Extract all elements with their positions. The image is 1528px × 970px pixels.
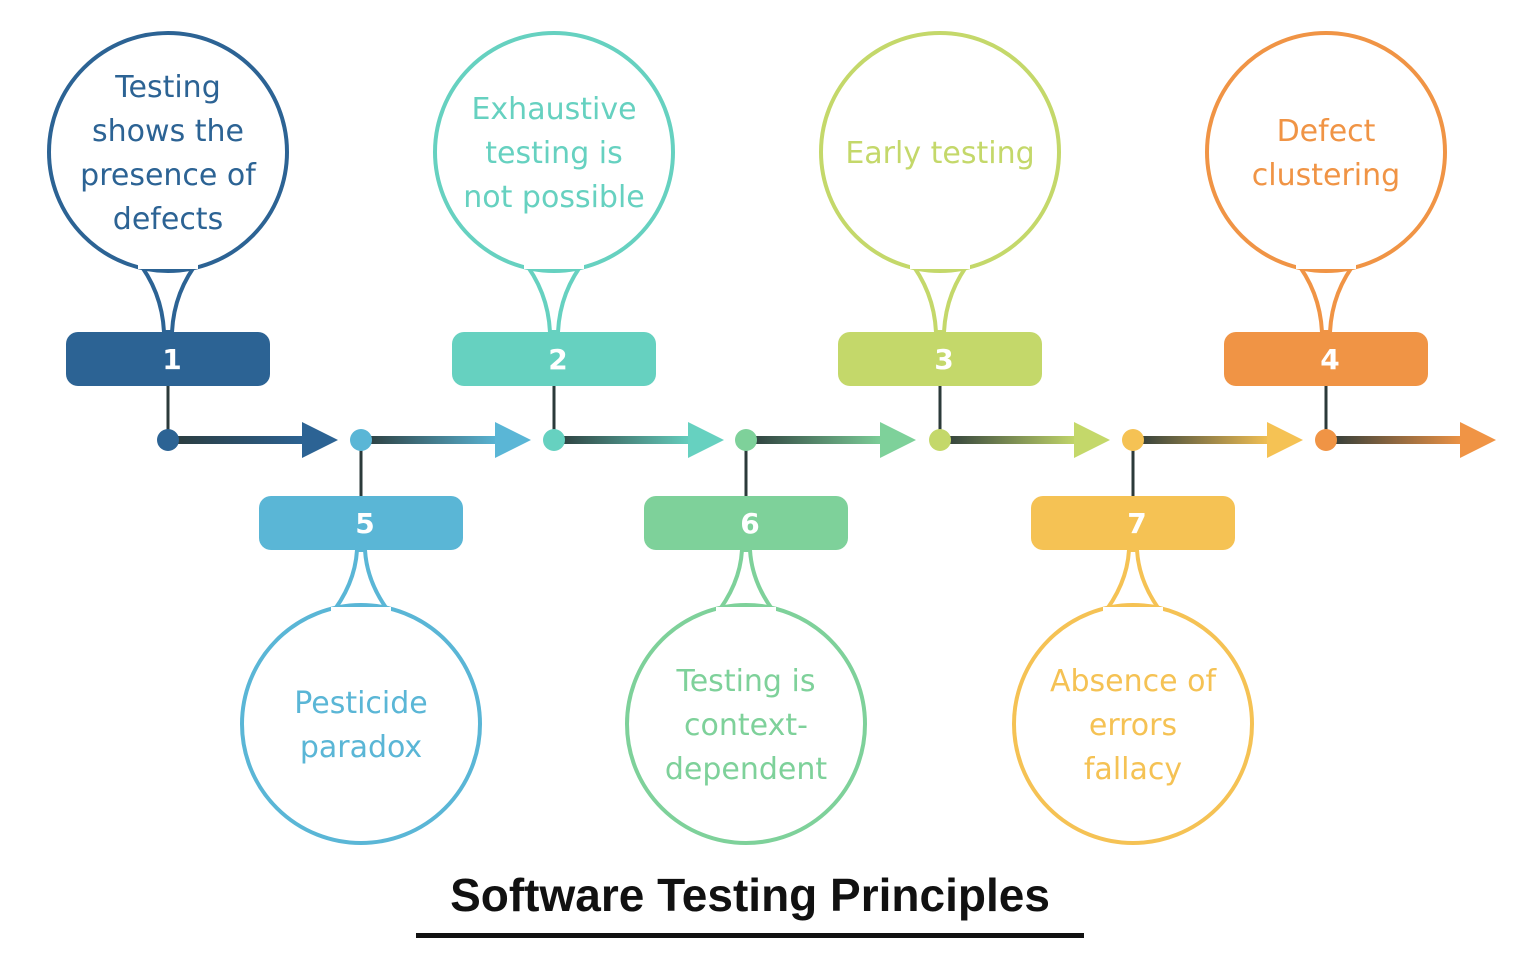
principle-bubble xyxy=(240,603,482,845)
title-underline xyxy=(416,933,1084,938)
timeline-arrow xyxy=(168,422,338,458)
principle-text-line: clustering xyxy=(1252,158,1400,193)
timeline-arrows xyxy=(168,422,1496,458)
principle-text-line: shows the xyxy=(92,114,244,149)
timeline-dot xyxy=(1315,429,1337,451)
timeline-dot xyxy=(1122,429,1144,451)
principle-bubble xyxy=(1205,31,1447,273)
principle-number-box xyxy=(644,496,848,550)
principle-text-line: dependent xyxy=(665,752,828,787)
timeline-dot xyxy=(735,429,757,451)
principle-text-line: Early testing xyxy=(845,136,1034,171)
principle-text-line: Absence of xyxy=(1050,664,1218,699)
principle-number: 4 xyxy=(1320,343,1339,376)
principle-number: 3 xyxy=(934,343,953,376)
principle-2: Exhaustive testing is not possible 2 xyxy=(433,31,675,451)
timeline-arrow xyxy=(361,422,531,458)
principle-number: 2 xyxy=(548,343,567,376)
principle-number: 5 xyxy=(355,507,374,540)
timeline-arrow xyxy=(1326,422,1496,458)
principle-number-box xyxy=(1224,332,1428,386)
principle-bubble xyxy=(1012,603,1254,845)
timeline-arrow xyxy=(1133,422,1303,458)
principle-text-line: context- xyxy=(684,708,808,743)
principle-text-line: fallacy xyxy=(1084,752,1182,787)
principle-text-line: Pesticide xyxy=(294,686,428,721)
principle-text-line: testing is xyxy=(485,136,623,171)
principle-text-line: errors xyxy=(1089,708,1177,743)
principle-number-box xyxy=(452,332,656,386)
principle-bubble xyxy=(433,31,675,273)
principle-7: Absence of errors fallacy 7 xyxy=(1012,429,1254,845)
principle-number-box xyxy=(259,496,463,550)
principle-text-line: defects xyxy=(113,202,223,237)
principle-text-line: Testing xyxy=(114,70,220,105)
principle-number-box xyxy=(66,332,270,386)
timeline-arrow xyxy=(554,422,724,458)
principle-5: Pesticide paradox 5 xyxy=(240,429,482,845)
principle-nodes: Testing shows the presence of defects 1Pesti… xyxy=(47,31,1447,845)
principle-text-line: paradox xyxy=(300,730,422,765)
principle-text-line: Defect xyxy=(1277,114,1376,149)
principle-4: Defect clustering 4 xyxy=(1205,31,1447,451)
timeline-dot xyxy=(929,429,951,451)
principle-text-line: Testing is xyxy=(676,664,816,699)
timeline-arrow xyxy=(746,422,916,458)
principle-bubble xyxy=(625,603,867,845)
principle-6: Testing is context-dependent 6 xyxy=(625,429,867,845)
timeline-dot xyxy=(543,429,565,451)
principle-text-line: presence of xyxy=(80,158,257,193)
principle-3: Early testing 3 xyxy=(819,31,1061,451)
timeline-dot xyxy=(157,429,179,451)
diagram-title: Software Testing Principles xyxy=(450,869,1050,921)
principle-number-box xyxy=(1031,496,1235,550)
timeline-arrow xyxy=(940,422,1110,458)
principle-bubble xyxy=(47,31,289,273)
principle-number: 1 xyxy=(162,343,181,376)
timeline-dot xyxy=(350,429,372,451)
principle-bubble xyxy=(819,31,1061,273)
principle-number-box xyxy=(838,332,1042,386)
principle-number: 6 xyxy=(740,507,759,540)
principle-1: Testing shows the presence of defects 1 xyxy=(47,31,289,451)
principle-text-line: not possible xyxy=(463,180,645,215)
principle-number: 7 xyxy=(1127,507,1146,540)
principle-text-line: Exhaustive xyxy=(471,92,636,127)
